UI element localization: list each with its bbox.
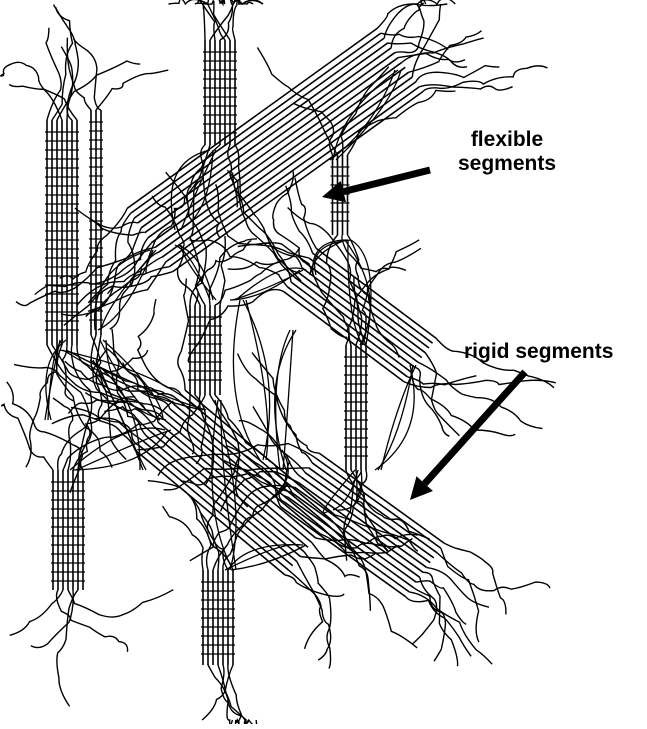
flexible-chain [209,239,257,305]
flexible-label-line1: flexible [432,128,582,152]
rigid-segment-block [284,248,436,381]
rigid-segment-block [127,28,423,271]
flexible-chain [46,28,61,120]
rigid-segment-block [203,40,237,145]
flexible-chain [441,548,479,642]
flexible-segments-label: flexible segments [432,128,582,176]
flexible-chain [409,592,492,664]
flexible-chain [123,363,158,423]
flexible-chain [395,0,426,53]
flexible-chain [297,561,331,660]
rigid-segments-label: rigid segments [464,340,613,364]
flexible-chain [416,66,500,82]
flexible-chain [53,398,73,470]
flexible-chain [138,299,181,395]
rigid-segment-block [344,345,368,470]
flexible-chain [423,66,548,92]
flexible-chain [178,279,189,391]
flexible-chain [215,249,299,306]
flexible-chain [391,4,419,48]
rigid-segment-block [45,120,79,345]
flexible-chain [198,1,215,40]
flexible-chain [444,543,506,614]
rigid-segment-block [201,570,235,665]
rigid-segment-block [51,470,85,590]
flexible-chain [68,590,173,617]
flexible-chain [233,0,254,40]
flexible-chain [106,348,170,409]
flexible-chain [402,38,484,62]
rigid-segment-block [89,110,103,335]
flexible-chain [233,270,303,300]
flexible-chain [300,554,375,559]
flexible-chain [1,62,62,120]
flexible-chain [75,208,138,228]
flexible-label-line2: segments [432,152,582,176]
flexible-chain [67,38,91,110]
rigid-segment-blocks [45,28,444,665]
flexible-chain [425,353,459,436]
flexible-chain [412,577,436,644]
flexible-chain [231,545,306,570]
flexible-chain [74,39,101,110]
flexible-chain [220,0,263,40]
flexible-chain [10,590,63,635]
flexible-chain [96,70,168,110]
